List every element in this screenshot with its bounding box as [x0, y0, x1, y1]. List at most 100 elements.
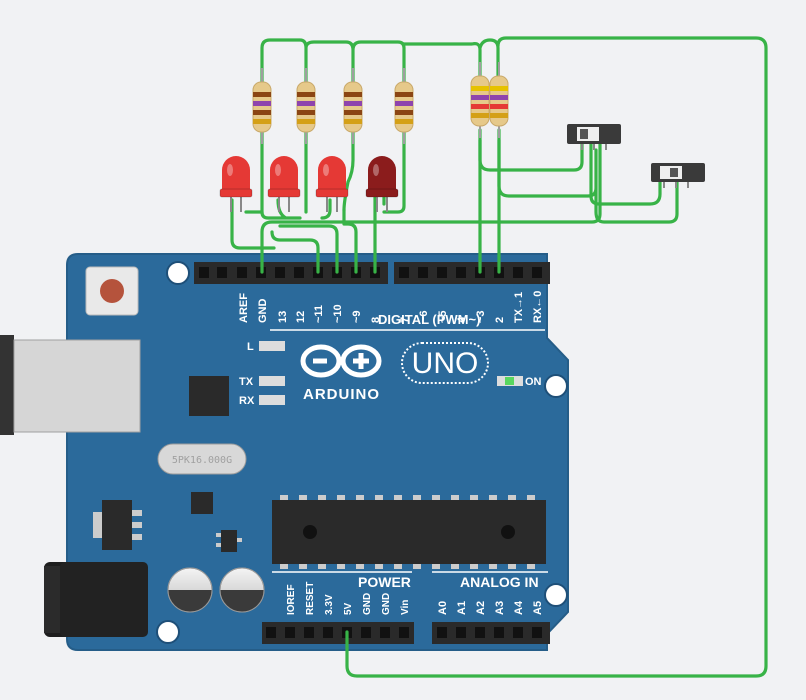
- mount-hole-icon: [156, 620, 180, 644]
- chip-dot: [501, 525, 515, 539]
- header-socket[interactable]: [304, 627, 314, 638]
- wire-resistor-bus[interactable]: [260, 38, 500, 84]
- header-socket[interactable]: [494, 627, 504, 638]
- led-l-label: L: [247, 341, 254, 353]
- regulator-pin: [132, 534, 142, 540]
- wire-pin-9[interactable]: [342, 208, 358, 274]
- header-socket[interactable]: [513, 627, 523, 638]
- digital-pin-label: ~10: [332, 304, 344, 323]
- small-ic: [191, 492, 213, 514]
- chip-pin: [413, 564, 421, 569]
- power-title: POWER: [358, 574, 411, 590]
- header-socket[interactable]: [475, 627, 485, 638]
- analog-pin-label: A2: [475, 601, 487, 615]
- header-socket[interactable]: [217, 267, 227, 278]
- header-socket[interactable]: [323, 627, 333, 638]
- chip-pin: [508, 564, 516, 569]
- wire-gnd-bus[interactable]: [260, 140, 602, 274]
- chip-pin: [508, 495, 516, 500]
- digital-pin-label: ~5: [437, 310, 449, 323]
- chip-pin: [356, 495, 364, 500]
- header-socket[interactable]: [437, 627, 447, 638]
- resistor[interactable]: [296, 68, 316, 144]
- wire-pin-11[interactable]: [270, 230, 320, 274]
- header-socket[interactable]: [285, 627, 295, 638]
- header-socket[interactable]: [294, 267, 304, 278]
- slide-switch[interactable]: [567, 124, 621, 150]
- power-pin-label: Vin: [400, 600, 411, 615]
- header-socket[interactable]: [456, 267, 466, 278]
- digital-pin-label: 13: [277, 311, 289, 323]
- power-jack-body: [60, 562, 148, 637]
- led[interactable]: [365, 156, 399, 212]
- resistor[interactable]: [470, 62, 490, 138]
- header-socket[interactable]: [266, 627, 276, 638]
- logo-text: ARDUINO: [303, 386, 380, 403]
- led-rx: [259, 395, 285, 405]
- led-l: [259, 341, 285, 351]
- header-socket[interactable]: [456, 627, 466, 638]
- power-header: [262, 622, 414, 644]
- header-socket[interactable]: [275, 267, 285, 278]
- resistor[interactable]: [252, 68, 272, 144]
- wire-switch2[interactable]: [497, 138, 679, 224]
- crystal-label: 5PK16.000G: [172, 455, 232, 466]
- header-socket[interactable]: [532, 267, 542, 278]
- header-socket[interactable]: [437, 267, 447, 278]
- chip-pin: [470, 495, 478, 500]
- header-socket[interactable]: [418, 267, 428, 278]
- header-socket[interactable]: [361, 627, 371, 638]
- led[interactable]: [315, 156, 349, 212]
- analog-pin-label: A4: [513, 600, 525, 615]
- uno-badge: [401, 342, 489, 384]
- header-socket[interactable]: [237, 267, 247, 278]
- voltage-regulator: [102, 500, 132, 550]
- digital-pin-label: 12: [295, 311, 307, 323]
- analog-title: ANALOG IN: [460, 574, 539, 590]
- power-pin-label: GND: [362, 593, 373, 615]
- usb-connector-back: [0, 335, 14, 435]
- chip-pin: [394, 564, 402, 569]
- led[interactable]: [267, 156, 301, 212]
- header-socket[interactable]: [532, 627, 542, 638]
- chip-pin: [299, 495, 307, 500]
- resistor[interactable]: [489, 62, 509, 138]
- header-socket[interactable]: [399, 267, 409, 278]
- usb-chip: [189, 376, 229, 416]
- chip-dot: [303, 525, 317, 539]
- regulator-pin: [132, 522, 142, 528]
- chip-pin: [318, 495, 326, 500]
- slide-switch[interactable]: [651, 163, 705, 188]
- analog-pin-label: A5: [532, 601, 544, 615]
- led-tx-label: TX: [239, 376, 254, 388]
- header-socket[interactable]: [380, 627, 390, 638]
- led-on-light: [505, 377, 514, 385]
- header-socket[interactable]: [513, 267, 523, 278]
- header-socket[interactable]: [399, 627, 409, 638]
- wires[interactable]: [230, 36, 768, 678]
- power-pin-label: RESET: [305, 582, 316, 615]
- chip-pin: [299, 564, 307, 569]
- wire-led3[interactable]: [342, 128, 355, 212]
- chip-pin: [489, 495, 497, 500]
- chip-pin: [451, 495, 459, 500]
- power-pin-label: GND: [381, 593, 392, 615]
- chip-pin: [527, 495, 535, 500]
- digital-pin-label: 4: [456, 316, 468, 323]
- analog-pin-label: A1: [456, 601, 468, 615]
- led[interactable]: [219, 156, 253, 212]
- wire-led4[interactable]: [382, 128, 406, 214]
- reset-button-cap[interactable]: [100, 279, 124, 303]
- wire-switch1[interactable]: [478, 138, 662, 206]
- power-pin-label: 3.3V: [324, 594, 335, 615]
- chip-pin: [280, 495, 288, 500]
- digital-pin-label: TX→1: [513, 292, 525, 323]
- wire-5v-feed[interactable]: [345, 36, 768, 678]
- resistor[interactable]: [343, 68, 363, 144]
- led-tx: [259, 376, 285, 386]
- header-socket[interactable]: [199, 267, 209, 278]
- resistor[interactable]: [394, 68, 414, 144]
- wire-pin-10[interactable]: [278, 224, 339, 274]
- power-pin-label: 5V: [343, 602, 354, 615]
